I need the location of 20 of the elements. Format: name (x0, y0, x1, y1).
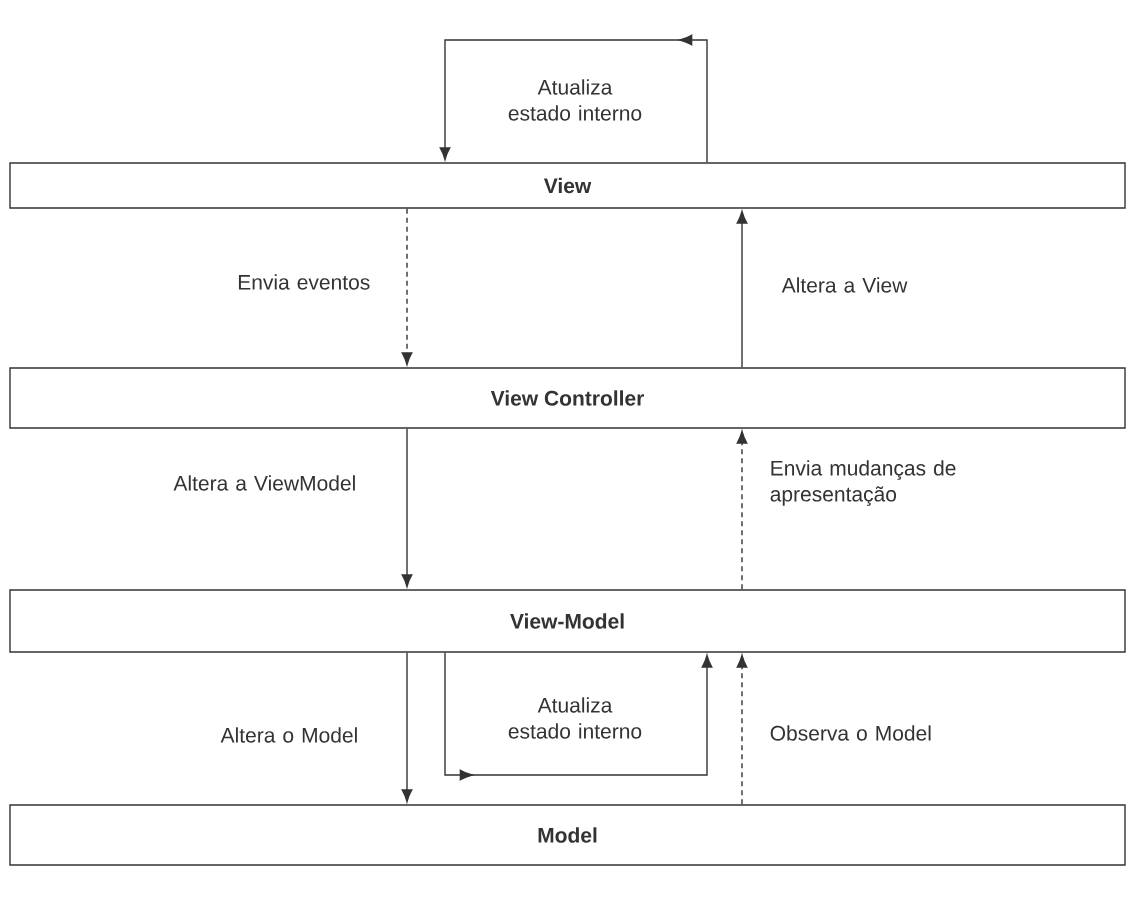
layer-box: View Controller (9, 367, 1126, 429)
arrow (736, 210, 748, 368)
arrow (401, 208, 413, 366)
edge-label: Altera a ViewModel (173, 475, 355, 491)
edge-label: Atualiza estado interno (508, 697, 642, 739)
edge-label: Altera o Model (220, 727, 357, 743)
arrow (401, 428, 413, 588)
edge-label: Observa o Model (770, 725, 931, 741)
loop-arrow (439, 34, 708, 163)
layer-box: View-Model (9, 589, 1126, 653)
layer-box: View (9, 162, 1126, 209)
edge-label: Envia eventos (238, 274, 370, 290)
edge-label: Envia mudanças de apresentação (770, 460, 956, 506)
layer-box: Model (9, 804, 1126, 866)
edge-label: Atualiza estado interno (508, 79, 642, 121)
arrow (736, 430, 748, 590)
edge-label: Altera a View (781, 277, 908, 293)
arrow (401, 652, 413, 803)
loop-arrow (444, 652, 713, 781)
arrow (736, 654, 748, 805)
